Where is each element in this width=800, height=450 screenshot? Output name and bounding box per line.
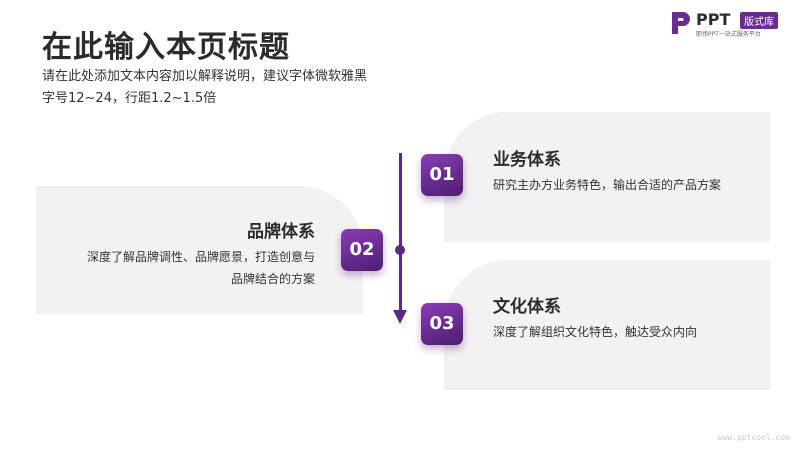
item-desc-culture: 深度了解组织文化特色，触达受众内向 (493, 325, 698, 339)
badge-01: 01 (421, 154, 463, 196)
item-desc-business: 研究主办方业务特色，输出合适的产品方案 (493, 178, 722, 192)
timeline-line (399, 153, 402, 313)
subtitle-line-1: 请在此处添加文本内容加以解释说明，建议字体微软雅黑 (42, 69, 368, 84)
timeline-dot (395, 245, 405, 255)
item-desc-brand-line-1: 深度了解品牌调性、品牌愿景，打造创意与 (86, 250, 315, 264)
brand-logo: PPT 版式库 职场PPT一站式服务平台 (670, 10, 788, 38)
logo-tag: 版式库 (740, 12, 778, 29)
page-title: 在此输入本页标题 (42, 30, 290, 65)
badge-03: 03 (421, 303, 463, 345)
item-title-culture: 文化体系 (493, 297, 561, 317)
subtitle-line-2: 字号12~24，行距1.2~1.5倍 (42, 91, 217, 106)
badge-02: 02 (341, 229, 383, 271)
logo-brand-text: PPT (696, 10, 731, 29)
item-desc-brand-line-2: 品牌结合的方案 (230, 272, 315, 286)
card-brand-system (36, 186, 363, 314)
card-business-system (444, 112, 770, 242)
item-desc-brand: 深度了解品牌调性、品牌愿景，打造创意与 品牌结合的方案 (40, 246, 315, 290)
page-subtitle: 请在此处添加文本内容加以解释说明，建议字体微软雅黑 字号12~24，行距1.2~… (42, 66, 382, 110)
card-culture-system (444, 260, 770, 390)
ppt-logo-icon (672, 12, 690, 34)
timeline-arrow-icon (393, 310, 407, 324)
footer-url: www.pptcool.com (717, 433, 790, 442)
logo-slogan: 职场PPT一站式服务平台 (696, 31, 761, 38)
item-title-brand: 品牌体系 (247, 222, 315, 242)
item-title-business: 业务体系 (493, 150, 561, 170)
